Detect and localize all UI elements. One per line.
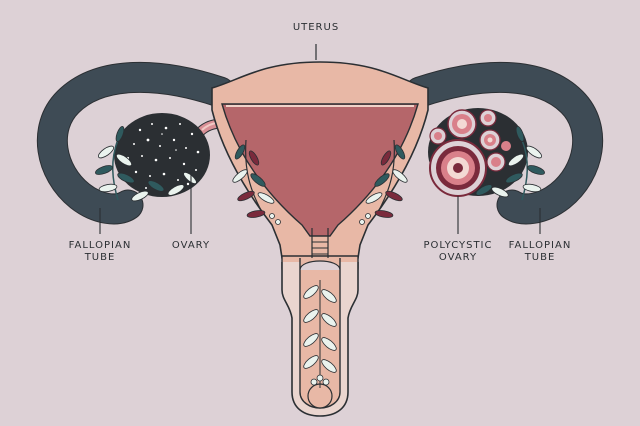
label-ovary-text: OVARY [171, 240, 211, 251]
label-line-1: POLYCYSTIC [423, 240, 493, 251]
label-line-2: TUBE [84, 252, 116, 263]
fallopian-tubes [36, 61, 604, 225]
uterus [211, 44, 429, 281]
leaf-sprig-icon [232, 139, 408, 225]
dot-pattern-icon [126, 123, 200, 193]
label-ovary: OVARY [166, 240, 216, 252]
label-line-1: FALLOPIAN [508, 240, 572, 251]
label-polycystic-ovary: POLYCYSTIC OVARY [413, 240, 503, 264]
label-fallopian-tube-left: FALLOPIAN TUBE [60, 240, 140, 264]
leaf-sprig-icon [475, 126, 545, 201]
leader-lines [99, 170, 541, 234]
label-line-1: FALLOPIAN [68, 240, 132, 251]
label-line-2: TUBE [524, 252, 556, 263]
cyst-flower-icon [429, 139, 487, 197]
label-uterus: UTERUS [286, 22, 346, 34]
left-ovary [114, 113, 210, 197]
leaf-sprig-icon [303, 280, 337, 388]
label-fallopian-tube-right: FALLOPIAN TUBE [500, 240, 580, 264]
polycystic-ovary [428, 108, 528, 197]
label-uterus-text: UTERUS [292, 22, 340, 33]
leaf-sprig-icon [95, 126, 197, 202]
label-line-2: OVARY [438, 252, 478, 263]
